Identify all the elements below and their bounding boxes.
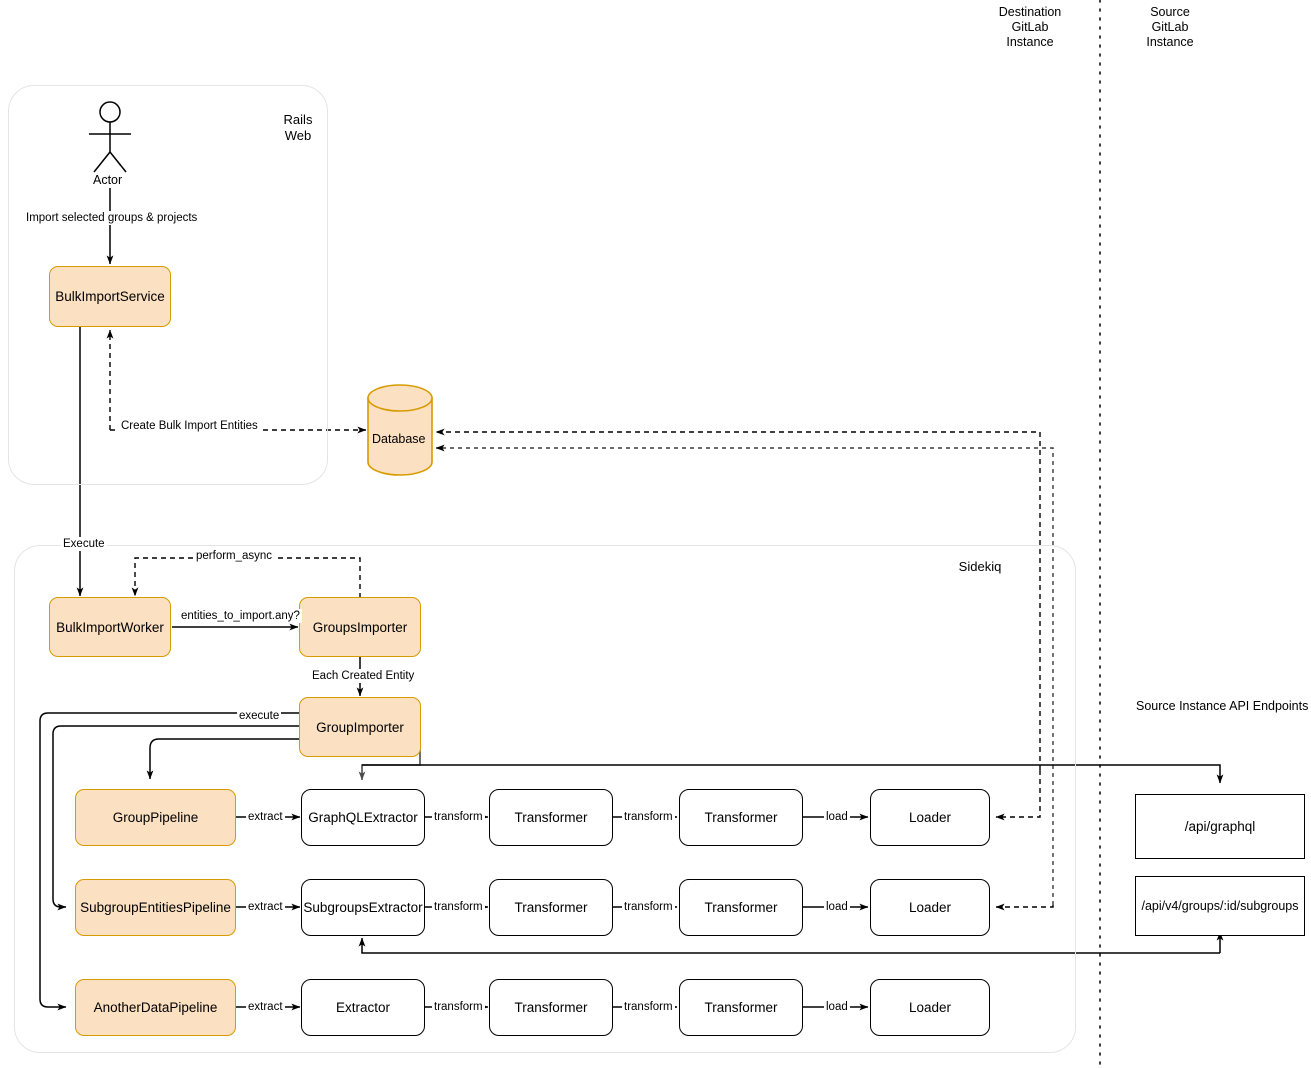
edge-label-load-r1: load [824, 810, 850, 824]
node-label: Loader [908, 1000, 952, 1015]
source-api-endpoints-label: Source Instance API Endpoints [1136, 699, 1309, 713]
edge-label-extract-r3: extract [246, 1000, 285, 1014]
node-loader-r1[interactable]: Loader [870, 789, 990, 846]
node-api-subgroups[interactable]: /api/v4/groups/:id/subgroups [1135, 876, 1305, 936]
node-bulk-import-worker[interactable]: BulkImportWorker [49, 597, 171, 657]
node-subgroups-extractor[interactable]: SubgroupsExtractor [301, 879, 425, 936]
node-label: Transformer [514, 900, 588, 915]
header-source-instance: Source GitLab Instance [1146, 5, 1194, 49]
node-loader-r2[interactable]: Loader [870, 879, 990, 936]
node-label: SubgroupEntitiesPipeline [80, 900, 231, 915]
node-label: BulkImportWorker [56, 619, 164, 635]
edge-label-perform-async: perform_async [194, 549, 275, 563]
node-label: AnotherDataPipeline [93, 1000, 218, 1015]
node-subgroup-entities-pipeline[interactable]: SubgroupEntitiesPipeline [75, 879, 236, 936]
node-label: Transformer [704, 810, 778, 825]
actor-label: Actor [93, 173, 123, 187]
edge-label-each-created-entity: Each Created Entity [310, 669, 417, 683]
edge-label-create-bulk-import-entities: Create Bulk Import Entities [119, 419, 260, 433]
edge-label-import-selected: Import selected groups & projects [24, 211, 200, 225]
node-label: /api/v4/groups/:id/subgroups [1141, 899, 1299, 913]
database-icon [367, 384, 433, 476]
node-extractor[interactable]: Extractor [301, 979, 425, 1036]
node-transformer-r1-b[interactable]: Transformer [679, 789, 803, 846]
node-label: Transformer [704, 1000, 778, 1015]
node-label: /api/graphql [1184, 819, 1256, 834]
node-bulk-import-service[interactable]: BulkImportService [49, 266, 171, 327]
node-label: Transformer [514, 810, 588, 825]
node-transformer-r3-b[interactable]: Transformer [679, 979, 803, 1036]
node-label: GroupsImporter [312, 619, 408, 635]
node-label: BulkImportService [55, 289, 165, 304]
node-transformer-r3-a[interactable]: Transformer [489, 979, 613, 1036]
header-destination-instance: Destination GitLab Instance [998, 5, 1062, 49]
edge-label-load-r3: load [824, 1000, 850, 1014]
edge-label-transform-r3-b: transform [622, 1000, 675, 1014]
node-groups-importer[interactable]: GroupsImporter [299, 597, 421, 657]
node-loader-r3[interactable]: Loader [870, 979, 990, 1036]
edge-label-transform-r1-a: transform [432, 810, 485, 824]
node-label: GraphQLExtractor [308, 810, 418, 825]
node-label: Loader [908, 900, 952, 915]
node-label: Extractor [335, 1000, 390, 1015]
container-sidekiq-label: Sidekiq [958, 559, 1002, 574]
node-label: Loader [908, 810, 952, 825]
node-label: GroupPipeline [112, 810, 199, 825]
node-api-graphql[interactable]: /api/graphql [1135, 794, 1305, 859]
node-transformer-r2-b[interactable]: Transformer [679, 879, 803, 936]
edge-label-extract-r1: extract [246, 810, 285, 824]
node-label: SubgroupsExtractor [303, 900, 423, 915]
container-rails-web [8, 85, 328, 485]
node-database-label: Database [372, 432, 426, 446]
container-sidekiq [14, 545, 1076, 1053]
node-label: GroupImporter [316, 719, 404, 735]
edge-label-transform-r1-b: transform [622, 810, 675, 824]
edge-label-transform-r2-a: transform [432, 900, 485, 914]
node-group-pipeline[interactable]: GroupPipeline [75, 789, 236, 846]
node-another-data-pipeline[interactable]: AnotherDataPipeline [75, 979, 236, 1036]
node-transformer-r1-a[interactable]: Transformer [489, 789, 613, 846]
edge-label-entities-to-import: entities_to_import.any? [179, 609, 302, 623]
edge-label-extract-r2: extract [246, 900, 285, 914]
edge-label-load-r2: load [824, 900, 850, 914]
edge-label-transform-r3-a: transform [432, 1000, 485, 1014]
node-label: Transformer [514, 1000, 588, 1015]
node-group-importer[interactable]: GroupImporter [299, 697, 421, 757]
edge-label-execute: Execute [61, 537, 107, 551]
node-graphql-extractor[interactable]: GraphQLExtractor [301, 789, 425, 846]
edge-label-transform-r2-b: transform [622, 900, 675, 914]
container-rails-web-label: Rails Web [283, 112, 313, 143]
node-transformer-r2-a[interactable]: Transformer [489, 879, 613, 936]
node-label: Transformer [704, 900, 778, 915]
edge-label-execute-pipelines: execute [237, 709, 282, 723]
